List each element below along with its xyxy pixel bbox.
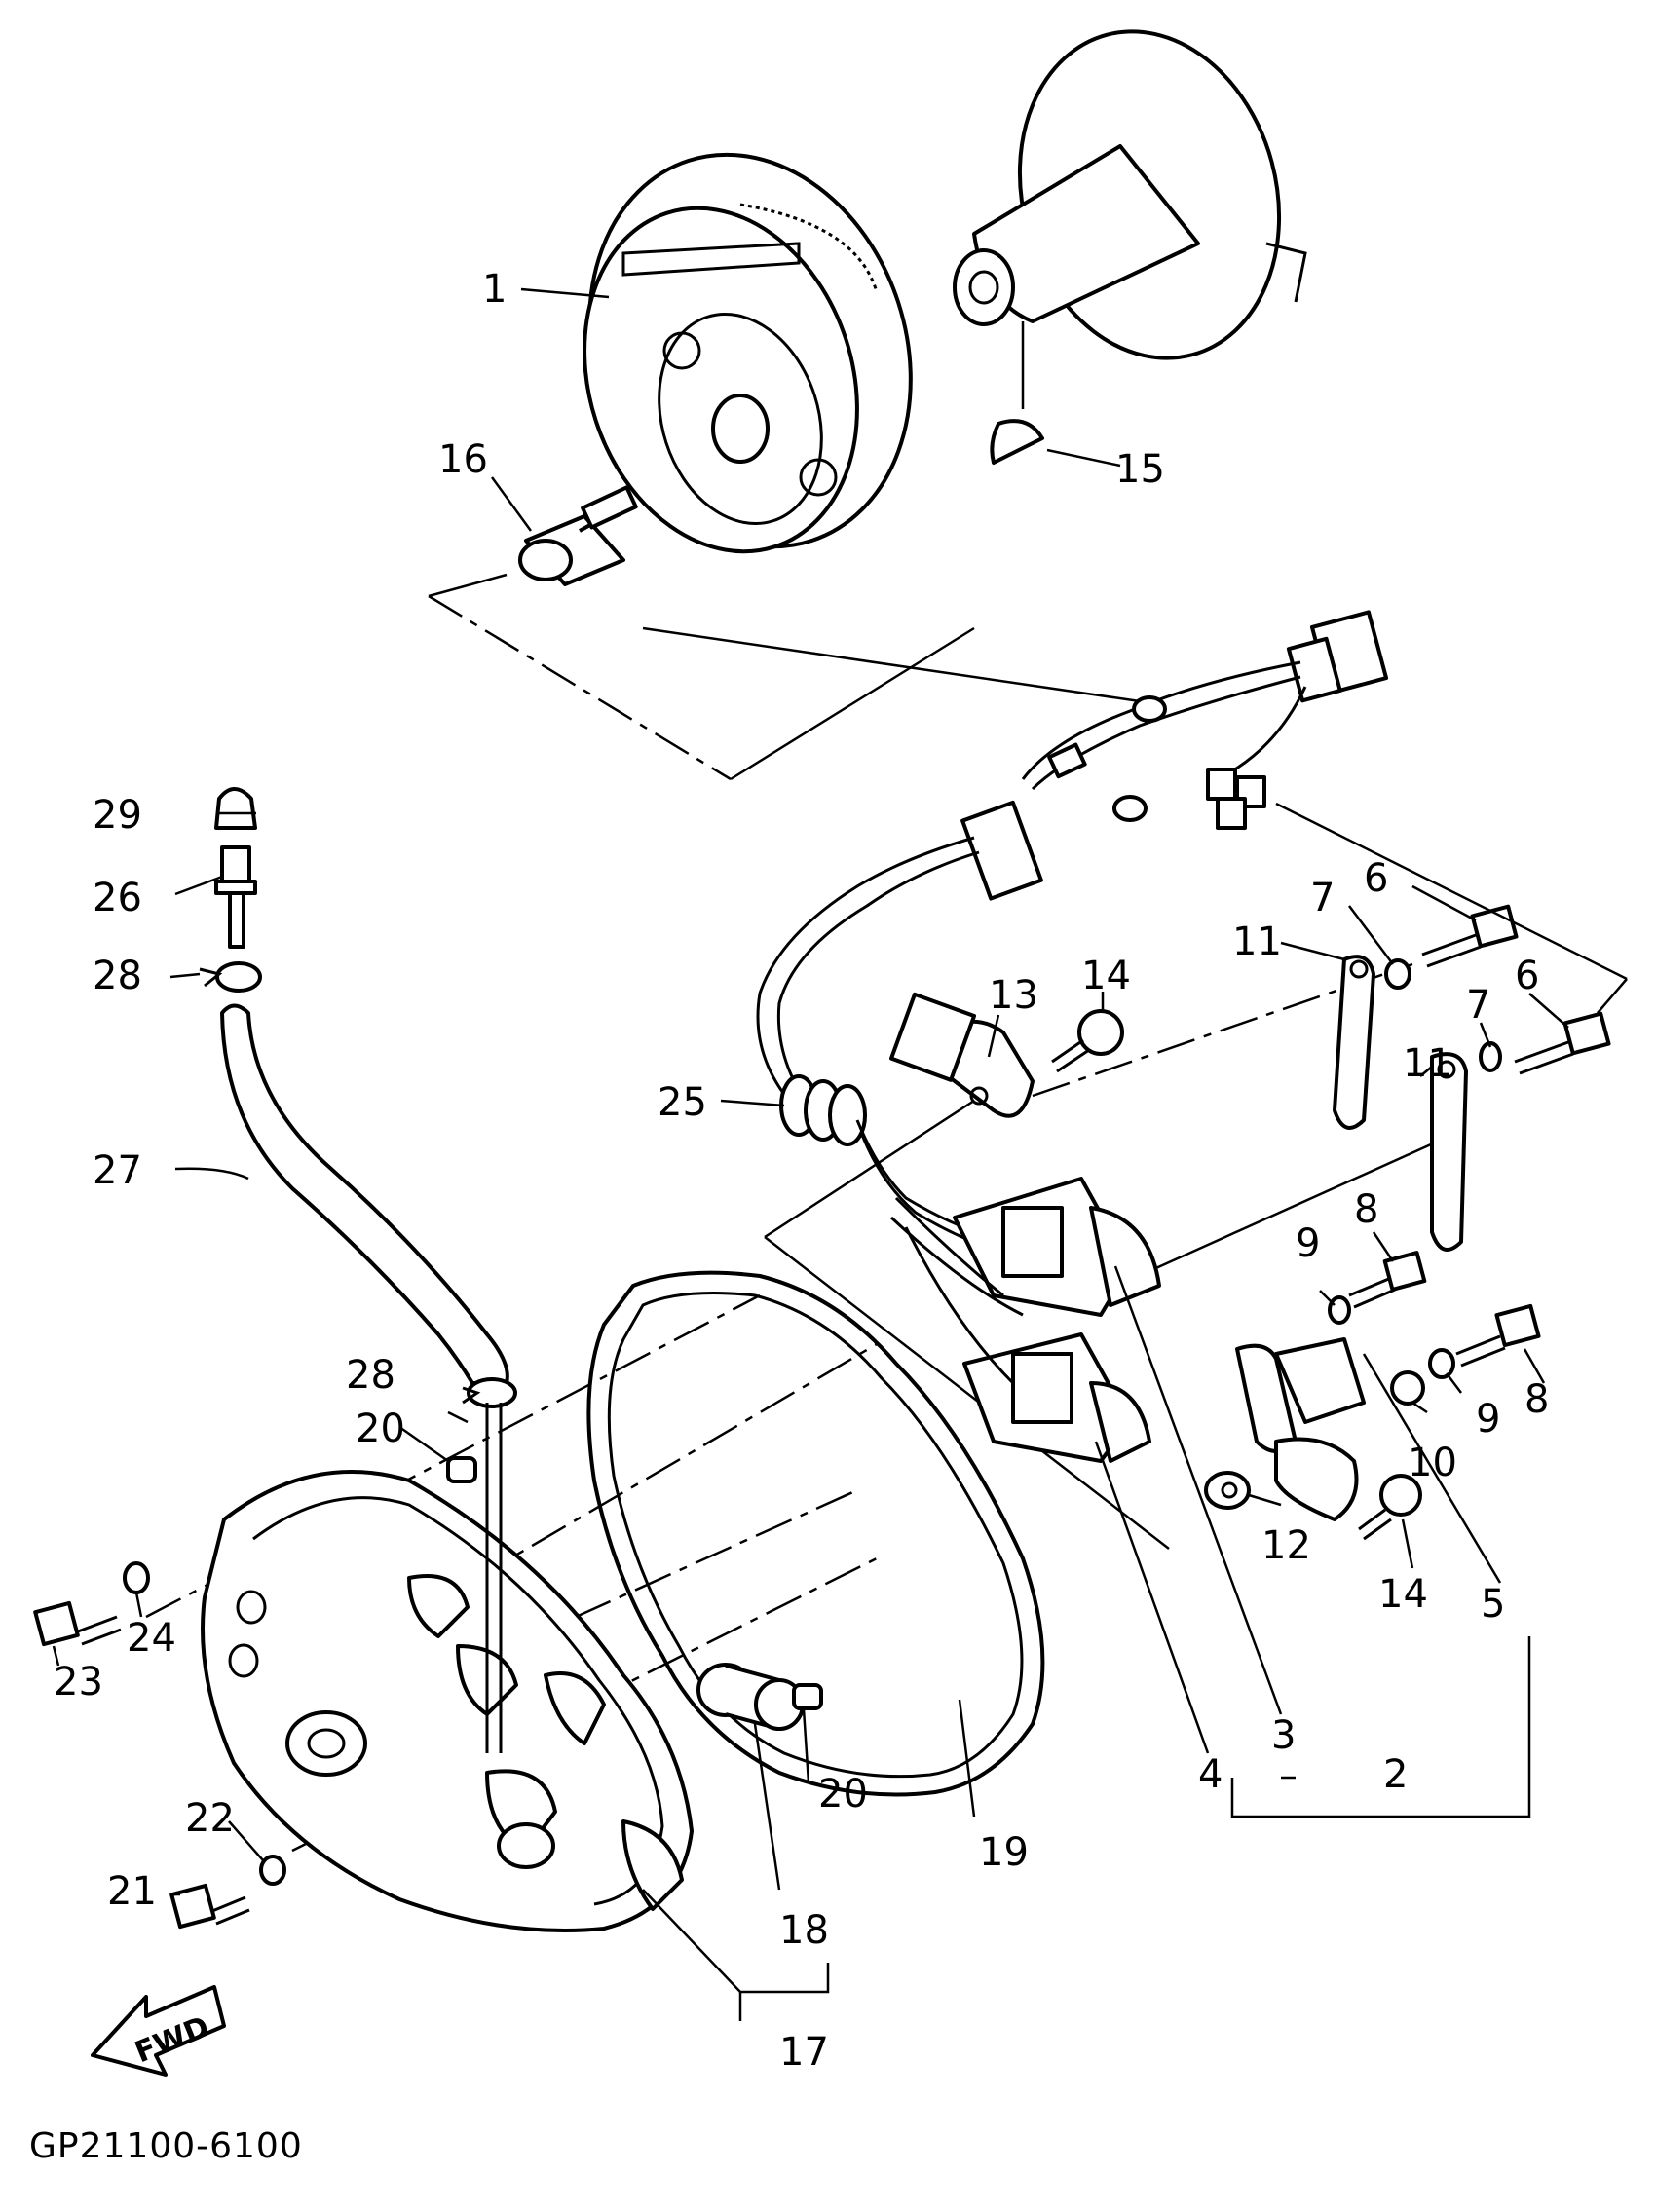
breather-cap (214, 787, 257, 830)
bolt-23 (33, 1600, 122, 1647)
callout-14-upper: 14 (1081, 954, 1131, 998)
callout-6-upper: 6 (1364, 856, 1388, 901)
bolt-21 (169, 1883, 250, 1930)
callout-26: 26 (93, 876, 142, 920)
grommet (779, 1074, 867, 1146)
callout-10: 10 (1408, 1441, 1457, 1485)
callout-20-upper: 20 (356, 1406, 405, 1451)
callout-12: 12 (1261, 1523, 1311, 1568)
link-plate-lower (1430, 1052, 1468, 1252)
callout-28-lower: 28 (346, 1353, 395, 1398)
callout-1: 1 (482, 267, 507, 312)
callout-13: 13 (989, 973, 1038, 1018)
bolt-8-upper (1348, 1251, 1427, 1309)
callout-28-upper: 28 (93, 954, 142, 998)
wiring-harness (756, 610, 1389, 1106)
callout-16: 16 (438, 437, 488, 482)
charge-coil (953, 1177, 1161, 1317)
link-plate-upper (1333, 955, 1375, 1130)
callout-14-lower: 14 (1378, 1572, 1428, 1617)
callout-21: 21 (107, 1869, 157, 1914)
dowel-pin-20-lower (792, 1683, 823, 1710)
callout-6-lower: 6 (1515, 954, 1539, 998)
callout-11-upper: 11 (1232, 919, 1282, 964)
flywheel-rotor (583, 152, 913, 554)
hose-clamp-28-upper (199, 961, 262, 993)
cover-gasket (586, 1270, 1045, 1797)
callout-22: 22 (185, 1796, 235, 1841)
regulator-bracket (1235, 1337, 1366, 1521)
callout-9-upper: 9 (1296, 1221, 1320, 1266)
drawing-code: GP21100-6100 (29, 2126, 303, 2166)
callout-27: 27 (93, 1148, 142, 1193)
callout-15: 15 (1115, 447, 1165, 492)
pulser-coil (962, 1332, 1151, 1463)
callout-8-upper: 8 (1354, 1187, 1378, 1232)
washer-22 (259, 1855, 286, 1886)
callout-25: 25 (658, 1080, 707, 1125)
callout-2: 2 (1383, 1752, 1408, 1797)
callout-4: 4 (1198, 1752, 1223, 1797)
cable-clamp (1204, 1471, 1251, 1510)
callout-17: 17 (779, 2030, 829, 2075)
callout-18: 18 (779, 1908, 829, 1953)
breather-hose (220, 1003, 509, 1385)
washer-9-upper (1328, 1295, 1351, 1325)
callout-24: 24 (127, 1616, 176, 1661)
washer-24 (123, 1561, 150, 1594)
dowel-pin-20-upper (446, 1456, 477, 1483)
screw-14-lower (1358, 1474, 1422, 1541)
callout-29: 29 (93, 793, 142, 838)
washer-10 (1390, 1370, 1425, 1406)
forward-direction-arrow: FWD (91, 1985, 226, 2077)
hose-clamp-28-lower (462, 1377, 517, 1408)
pulser-bracket (889, 992, 1035, 1118)
dowel-18 (696, 1663, 805, 1731)
flywheel-bolt (518, 485, 638, 586)
callout-19: 19 (979, 1830, 1029, 1875)
callout-3: 3 (1271, 1713, 1296, 1758)
callout-23: 23 (54, 1660, 103, 1705)
breather-nipple (214, 845, 257, 949)
rotor-hub-assembly (953, 29, 1307, 360)
callout-7-lower: 7 (1466, 983, 1490, 1028)
callouts: 1 2 3 4 5 6 6 7 7 8 8 9 9 10 11 11 12 13… (54, 267, 1549, 2075)
bolt-8-lower (1455, 1303, 1541, 1368)
callout-8-lower: 8 (1524, 1377, 1549, 1422)
screw-14-upper (1051, 1009, 1124, 1073)
lock-washer-7b (1479, 1041, 1502, 1072)
callout-20-lower: 20 (818, 1772, 868, 1817)
callout-7-upper: 7 (1310, 876, 1335, 920)
callout-5: 5 (1481, 1582, 1505, 1627)
callout-11-lower: 11 (1403, 1041, 1452, 1086)
woodruff-key (990, 419, 1044, 465)
washer-9-lower (1428, 1348, 1455, 1379)
lock-washer-7a (1384, 958, 1411, 990)
callout-9-lower: 9 (1476, 1397, 1500, 1442)
bolt-6b (1514, 1011, 1611, 1075)
